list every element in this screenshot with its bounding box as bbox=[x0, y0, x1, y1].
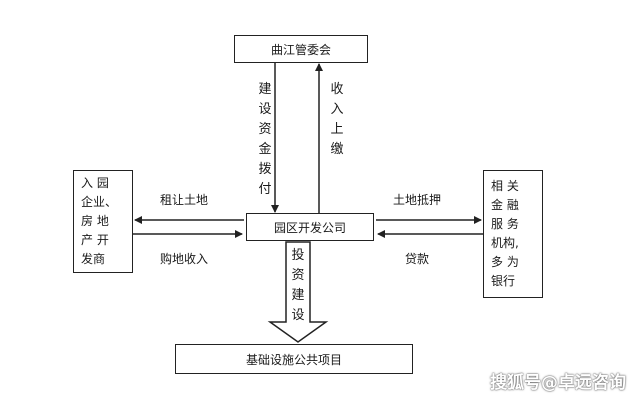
enterprise-line-4: 产 开 bbox=[81, 233, 109, 247]
label-funding-allocation: 建 设 资 金 拨 付 bbox=[258, 82, 272, 197]
arrow-invest-hollow bbox=[267, 241, 329, 343]
enterprise-line-2: 企业、 bbox=[81, 195, 118, 209]
node-enterprises: 入 园 企业、 房 地 产 开 发商 bbox=[73, 170, 133, 273]
node-qujiang-committee-label: 曲江管委会 bbox=[270, 42, 331, 57]
label-purchase-income: 购地收入 bbox=[160, 252, 209, 266]
finance-line-4: 机构, bbox=[491, 236, 519, 250]
label-rent-land: 租让土地 bbox=[160, 193, 209, 207]
label-loan: 贷款 bbox=[405, 252, 430, 266]
label-land-mortgage: 土地抵押 bbox=[393, 193, 442, 207]
finance-line-6: 银行 bbox=[491, 274, 516, 288]
finance-line-1: 相 关 bbox=[491, 179, 519, 193]
node-financial-institutions: 相 关 金 融 服 务 机构, 多 为 银行 bbox=[483, 170, 543, 298]
enterprise-line-3: 房 地 bbox=[81, 214, 109, 228]
finance-line-5: 多 为 bbox=[491, 255, 519, 269]
node-park-dev-company: 园区开发公司 bbox=[246, 213, 374, 241]
label-invest-build: 投 资 建 设 bbox=[291, 248, 305, 323]
enterprise-line-5: 发商 bbox=[81, 252, 106, 266]
label-revenue-remit: 收 入 上 缴 bbox=[330, 82, 344, 157]
node-qujiang-committee: 曲江管委会 bbox=[234, 35, 368, 63]
watermark: 搜狐号@卓远咨询 bbox=[490, 373, 626, 393]
finance-line-2: 金 融 bbox=[491, 198, 519, 212]
enterprise-line-1: 入 园 bbox=[81, 176, 109, 190]
finance-line-3: 服 务 bbox=[491, 217, 519, 231]
node-infrastructure-label: 基础设施公共项目 bbox=[245, 352, 342, 367]
node-infrastructure: 基础设施公共项目 bbox=[175, 344, 413, 374]
node-park-dev-company-label: 园区开发公司 bbox=[273, 220, 346, 235]
